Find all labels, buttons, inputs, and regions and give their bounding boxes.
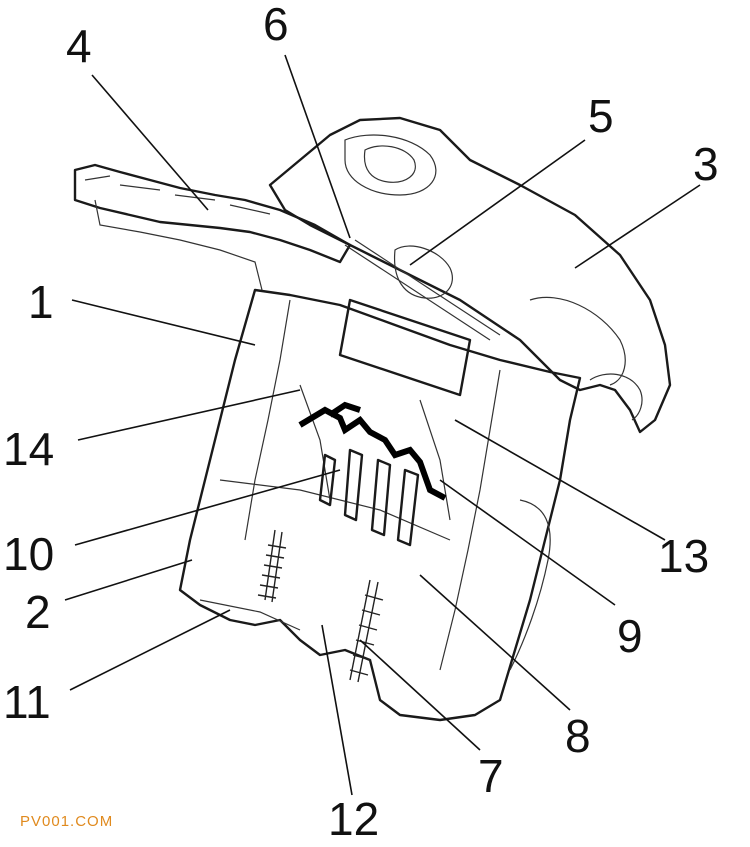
housing-body: [178, 288, 582, 722]
label-9: 9: [617, 610, 643, 662]
label-6: 6: [263, 0, 289, 50]
label-12: 12: [328, 793, 379, 845]
leader-5: [409, 139, 586, 266]
leader-3: [574, 184, 701, 269]
label-5: 5: [588, 90, 614, 142]
leader-1: [71, 299, 256, 346]
label-11: 11: [3, 676, 51, 728]
label-7: 7: [478, 750, 504, 802]
leader-6: [284, 54, 351, 239]
leader-11: [69, 609, 231, 691]
label-10: 10: [3, 528, 54, 580]
leader-12: [321, 624, 353, 796]
leader-4: [91, 74, 209, 211]
label-4: 4: [66, 20, 92, 72]
leader-9: [439, 479, 616, 606]
label-8: 8: [565, 710, 591, 762]
leader-7: [359, 639, 481, 751]
label-3: 3: [693, 138, 719, 190]
label-13: 13: [658, 530, 709, 582]
label-2: 2: [25, 586, 51, 638]
cover-part: [268, 116, 672, 434]
spring-strips: [257, 529, 384, 683]
terminal-pins: [318, 448, 420, 547]
watermark-text: PV001.COM: [20, 813, 113, 830]
bracket-arm: [73, 163, 352, 291]
inner-mechanism: [299, 239, 501, 521]
leader-2: [64, 559, 193, 601]
leader-13: [454, 419, 666, 541]
leader-14: [77, 389, 301, 441]
leader-lines: [64, 54, 701, 796]
label-14: 14: [3, 423, 54, 475]
leader-10: [74, 469, 341, 546]
label-1: 1: [28, 276, 54, 328]
leader-8: [419, 574, 571, 711]
seal-contact: [298, 401, 447, 501]
part-number-labels: 1 2 3 4 5 6 7 8 9 10 11 12 13 14: [3, 0, 719, 845]
